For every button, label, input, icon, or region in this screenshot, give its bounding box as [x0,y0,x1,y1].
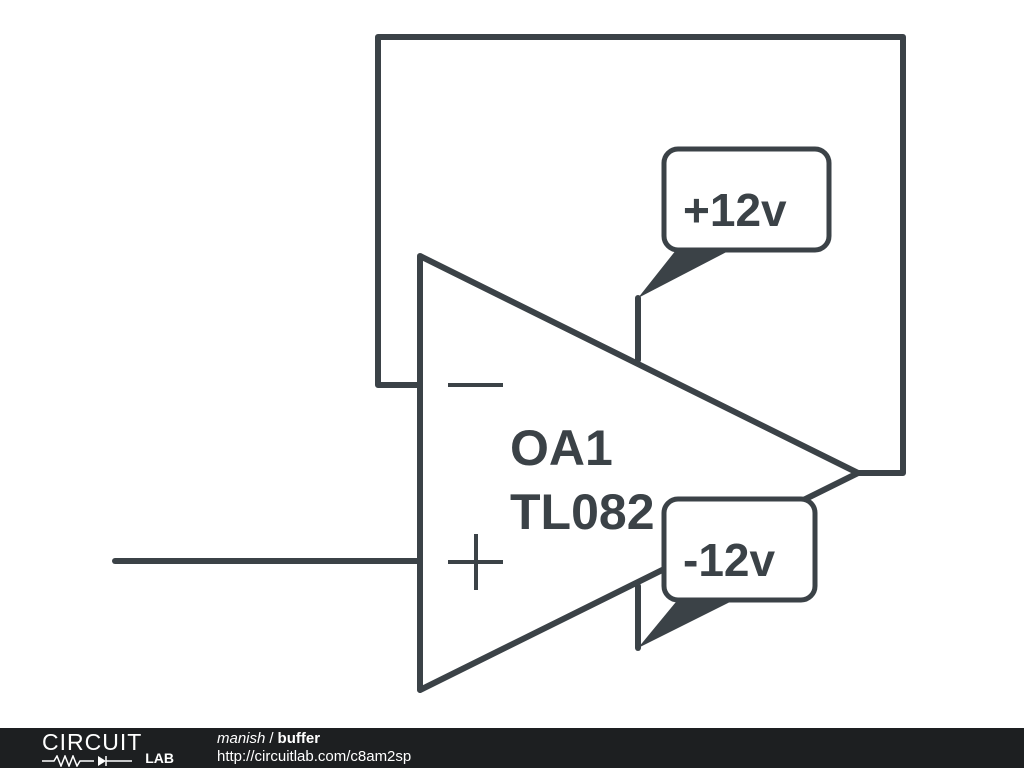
component-part-number: TL082 [510,484,655,540]
footer-bar: CIRCUIT LAB manish/buffer http://circuit… [0,728,1024,769]
schematic-diagram: OA1 TL082 +12v -12v [112,34,906,693]
logo-lab-text: LAB [145,750,174,766]
circuitlab-logo[interactable]: CIRCUIT LAB [42,729,182,769]
logo-resistor-diode-icon [42,753,132,769]
circuit-url[interactable]: http://circuitlab.com/c8am2sp [217,748,412,765]
negative-supply-flag[interactable]: -12v [638,496,818,648]
negative-flag-pointer [638,597,740,648]
logo-wordmark-top: CIRCUIT [42,729,143,755]
component-reference: OA1 [510,420,613,476]
author-link[interactable]: manish [217,730,266,747]
feedback-wire [375,34,906,476]
circuit-meta: manish/buffer http://circuitlab.com/c8am… [217,730,411,766]
opamp-symbol[interactable] [417,253,861,693]
circuit-title[interactable]: buffer [277,730,321,747]
logo-wordmark-bottom: LAB [42,750,174,769]
noninverting-input-sign [448,534,503,590]
path-separator: / [269,730,274,747]
schematic-canvas: OA1 TL082 +12v -12v [112,34,906,693]
positive-flag-pointer [638,245,740,298]
negative-supply-label: -12v [683,534,775,586]
positive-supply-label: +12v [683,184,787,236]
positive-supply-flag[interactable]: +12v [638,146,832,298]
